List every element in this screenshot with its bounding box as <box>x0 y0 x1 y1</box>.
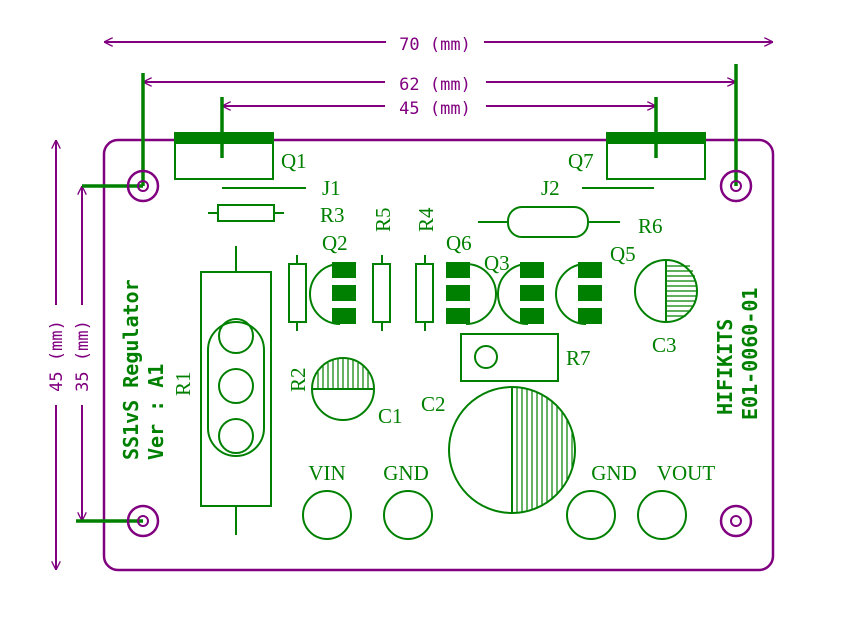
label-vout: VOUT <box>657 461 715 485</box>
resistor-r6 <box>478 206 620 238</box>
mounting-hole-top-left <box>126 169 160 203</box>
extension-lines <box>76 64 738 523</box>
board-brand: HIFIKITS <box>713 319 737 415</box>
board-part-number: E01-0060-01 <box>738 288 762 420</box>
dimension-width-transistors-label: 45 (mm) <box>399 99 471 119</box>
capacitor-c1 <box>311 357 375 421</box>
label-q1: Q1 <box>281 149 307 173</box>
transistor-q7 <box>606 132 706 180</box>
trimmer-r7 <box>460 333 559 382</box>
dimension-width-holes-label: 62 (mm) <box>399 75 471 95</box>
resistor-r3 <box>208 204 284 222</box>
label-vin: VIN <box>308 461 345 485</box>
label-r5: R5 <box>371 207 395 232</box>
resistor-r1 <box>200 246 272 535</box>
transistor-q6 <box>446 262 497 325</box>
board-title: SS1vS Regulator <box>119 279 143 460</box>
terminal-vin-pad <box>302 490 352 540</box>
label-c1: C1 <box>378 404 403 428</box>
mounting-hole-top-right <box>719 169 753 203</box>
board-outline <box>102 138 775 572</box>
label-c3: C3 <box>652 333 677 357</box>
label-j2: J2 <box>541 176 560 200</box>
label-gnd-out: GND <box>591 461 637 485</box>
label-q7: Q7 <box>568 149 594 173</box>
mounting-hole-bottom-right <box>719 504 753 538</box>
label-q3: Q3 <box>484 251 510 275</box>
label-c2: C2 <box>421 392 446 416</box>
mounting-hole-bottom-left <box>126 504 160 538</box>
label-j1: J1 <box>322 176 341 200</box>
transistor-q5 <box>555 262 602 325</box>
label-gnd-in: GND <box>383 461 429 485</box>
mounting-holes <box>126 169 753 538</box>
resistor-r4 <box>415 255 434 331</box>
label-r7: R7 <box>566 346 591 370</box>
terminal-vout-pad <box>637 490 687 540</box>
board-version: Ver : A1 <box>144 364 168 460</box>
label-q6: Q6 <box>446 231 472 255</box>
dimension-height-holes-label: 35 (mm) <box>73 320 93 392</box>
terminal-gnd-in-pad <box>383 490 433 540</box>
label-r6: R6 <box>638 214 663 238</box>
label-q5: Q5 <box>610 242 636 266</box>
label-r1: R1 <box>171 371 195 396</box>
resistor-r2 <box>288 255 307 331</box>
transistor-q1 <box>174 132 274 180</box>
label-r2: R2 <box>286 367 310 392</box>
capacitor-c3 <box>634 259 698 323</box>
capacitor-c2 <box>448 386 576 514</box>
dimension-width-total-label: 70 (mm) <box>399 35 471 55</box>
label-q2: Q2 <box>322 231 348 255</box>
dimension-height-total-label: 45 (mm) <box>47 320 67 392</box>
transistor-q2 <box>309 262 356 325</box>
label-r3: R3 <box>320 203 345 227</box>
terminal-gnd-out-pad <box>566 490 616 540</box>
transistor-q3 <box>497 262 544 325</box>
resistor-r5 <box>372 255 391 331</box>
label-r4: R4 <box>414 207 438 232</box>
